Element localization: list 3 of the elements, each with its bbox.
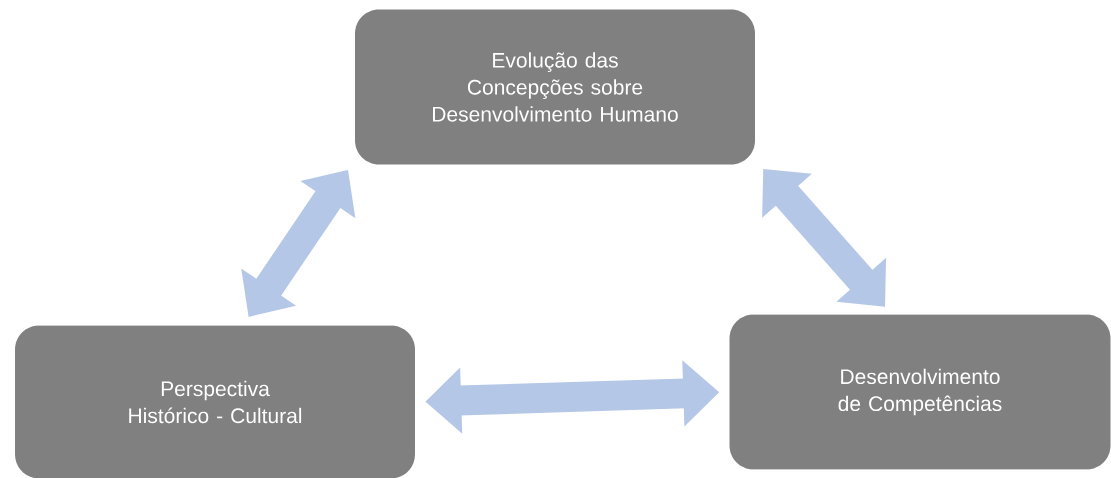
- process-box: Evolução das Concepções sobre Desenvolvimento Humano: [355, 9, 755, 165]
- process-box: Perspectiva Histórico - Cultural: [15, 325, 415, 478]
- process-box: Desenvolvimento de Competências: [729, 314, 1111, 470]
